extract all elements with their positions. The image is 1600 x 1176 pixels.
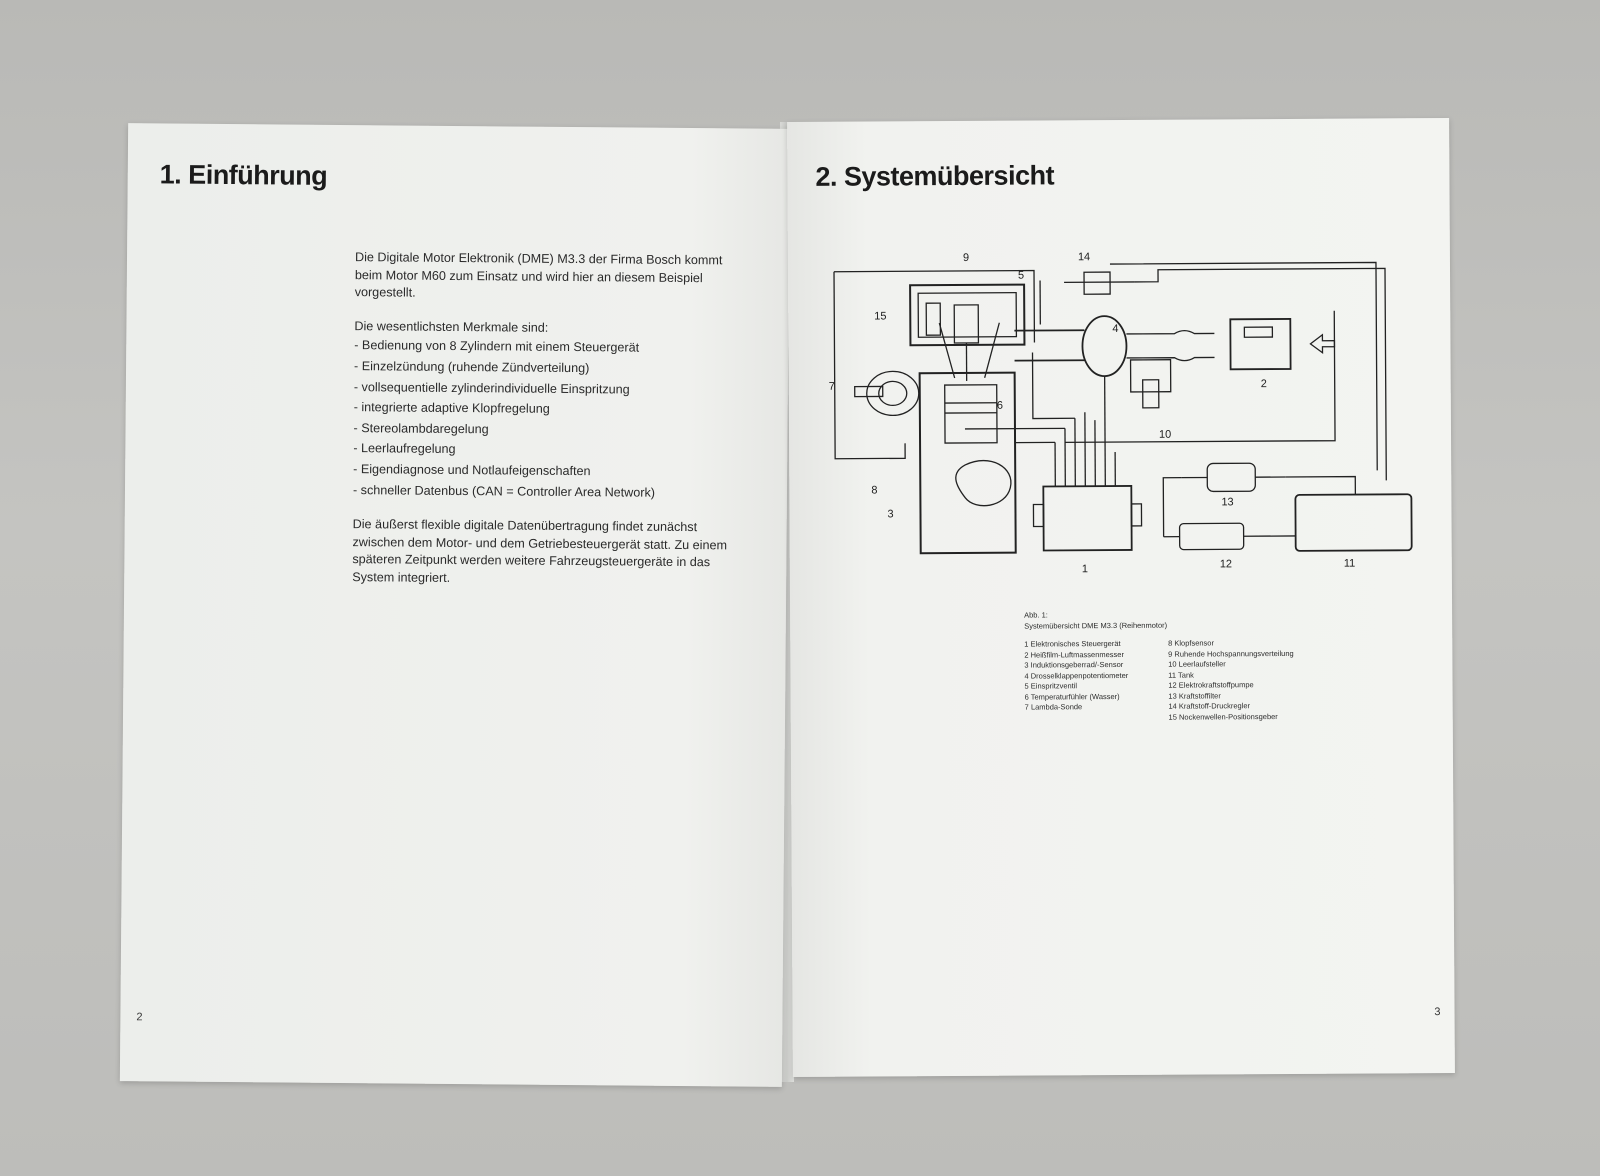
closing-paragraph: Die äußerst flexible digitale Datenübert… (352, 517, 728, 585)
air-mass-meter (1229, 318, 1292, 371)
exhaust-manifold (866, 370, 920, 417)
diagram-line (834, 269, 1036, 343)
diagram-line (833, 271, 906, 460)
wire (964, 427, 1065, 430)
intro-paragraph: Die Digitale Motor Elektronik (DME) M3.3… (354, 250, 723, 300)
feature-item: - schneller Datenbus (CAN = Controller A… (352, 482, 656, 500)
camshaft-sensor (925, 302, 942, 336)
diagram-label: 6 (997, 400, 1003, 412)
diagram-label: 1 (1082, 563, 1088, 575)
diagram-label: 9 (963, 252, 969, 264)
legend-item: 1 Elektronisches Steuergerät (1024, 639, 1121, 649)
piston (944, 384, 998, 444)
legend-item: 15 Nockenwellen-Positionsgeber (1168, 711, 1278, 722)
legend-column-right: 8 Klopfsensor 9 Ruhende Hochspannungsver… (1168, 638, 1294, 723)
diagram-label: 3 (887, 508, 893, 520)
legend-item: 14 Kraftstoff-Druckregler (1168, 701, 1251, 711)
pressure-regulator (1083, 271, 1111, 295)
legend-item: 4 Drosselklappenpotentiometer (1024, 670, 1129, 681)
diagram-label: 13 (1221, 496, 1233, 508)
fuel-line (1134, 267, 1387, 481)
legend-item: 3 Induktionsgeberrad/-Sensor (1024, 659, 1124, 670)
intake-arrow (1309, 333, 1336, 355)
engine-head (909, 283, 1026, 347)
legend-item: 8 Klopfsensor (1168, 638, 1214, 648)
fuel-line (1065, 310, 1336, 443)
wire (1014, 424, 1056, 444)
caption-title: Systemübersicht DME M3.3 (Reihenmotor) (1024, 620, 1168, 631)
ecu-connector (1032, 503, 1045, 528)
page-number-right: 3 (1434, 1006, 1441, 1019)
idle-actuator (1129, 359, 1172, 393)
legend-item: 7 Lambda-Sonde (1024, 702, 1083, 712)
legend-item: 9 Ruhende Hochspannungsverteilung (1168, 648, 1294, 659)
diagram-label: 7 (829, 381, 835, 393)
fuel-line (1109, 261, 1378, 471)
air-mass-display (1243, 326, 1274, 338)
fuel-pump (1178, 522, 1245, 551)
engine-head-inner (917, 291, 1018, 338)
diagram-label: 12 (1220, 558, 1232, 570)
feature-item: - Eigendiagnose und Notlaufeigenschaften (353, 462, 591, 479)
legend-item: 6 Temperaturfühler (Wasser) (1024, 691, 1120, 702)
idle-actuator-body (1142, 379, 1160, 409)
legend-item: 11 Tank (1168, 670, 1194, 680)
diagram-label: 4 (1112, 323, 1118, 335)
legend-item: 5 Einspritzventil (1024, 681, 1078, 691)
exhaust-manifold (878, 380, 908, 407)
fuel-line (1285, 475, 1357, 495)
diagram-label: 5 (1018, 270, 1024, 282)
section-heading-system-overview: 2. Systemübersicht (815, 160, 1055, 192)
legend-item: 2 Heißfilm-Luftmassenmesser (1024, 649, 1124, 660)
section-heading-introduction: 1. Einführung (159, 159, 328, 191)
feature-list: - Bedienung von 8 Zylindern mit einem St… (353, 335, 742, 503)
figure-caption: Abb. 1: Systemübersicht DME M3.3 (Reihen… (1024, 609, 1355, 724)
wire (1103, 376, 1106, 487)
throttle-body (1081, 315, 1128, 377)
diagram-label: 2 (1261, 378, 1267, 390)
diagram-line (984, 322, 1000, 378)
diagram-label: 15 (874, 310, 886, 322)
wire (1031, 352, 1075, 420)
page-number-left: 2 (136, 1011, 143, 1024)
diagram-line (938, 322, 956, 379)
feature-item: - Einzelzündung (ruhende Zündverteilung) (354, 359, 590, 376)
fuel-tank (1294, 493, 1413, 552)
lambda-probe (854, 385, 884, 398)
legend-item: 12 Elektrokraftstoffpumpe (1168, 680, 1254, 690)
intake-pipe (1126, 356, 1215, 362)
fuel-filter (1206, 462, 1256, 493)
diagram-label: 14 (1078, 251, 1090, 263)
engine-block (918, 371, 1017, 555)
legend-column-left: 1 Elektronisches Steuergerät 2 Heißfilm-… (1024, 639, 1128, 724)
diagram-label: 11 (1344, 558, 1355, 570)
ecu-box (1042, 485, 1133, 552)
right-page: 2. Systemübersicht (787, 117, 1455, 1078)
legend-item: 10 Leerlaufsteller (1168, 659, 1226, 669)
system-overview-diagram: 9 14 5 15 4 2 7 6 10 8 13 3 1 12 11 (829, 251, 1413, 575)
legend-item: 13 Kraftstoffilter (1168, 690, 1221, 701)
ecu-connector (1130, 503, 1143, 527)
figure-legend: 1 Elektronisches Steuergerät 2 Heißfilm-… (1024, 638, 1355, 724)
diagram-label: 10 (1159, 429, 1171, 441)
intro-body: Die Digitale Motor Elektronik (DME) M3.3… (352, 249, 743, 606)
crank-wheel (955, 459, 1012, 507)
left-page: 1. Einführung Die Digitale Motor Elektro… (119, 123, 791, 1087)
diagram-label: 8 (871, 484, 877, 496)
intake-pipe (1126, 329, 1215, 335)
fuel-line (1162, 476, 1182, 537)
